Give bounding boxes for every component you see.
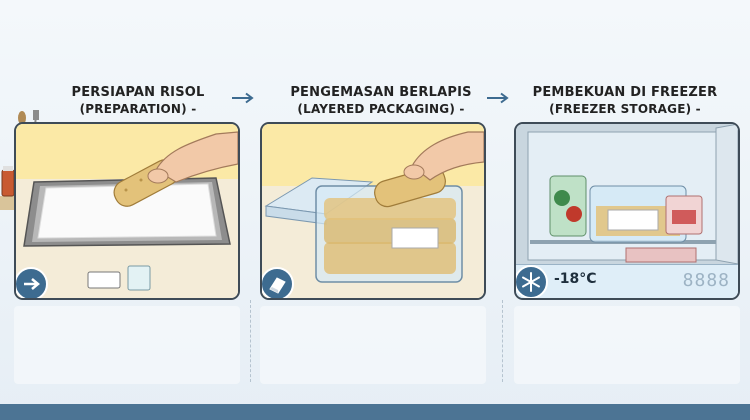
step-subtitle-text: (LAYERED PACKAGING) - [297, 102, 465, 116]
arrow-right-icon [16, 267, 48, 298]
step-title-text: PEMBEKUAN DI FREEZER [532, 85, 718, 100]
digital-readout: 8888 [682, 270, 730, 291]
step-subtitle-text: (PREPARATION) - [79, 102, 197, 116]
wrap-sheet-icon [262, 267, 294, 298]
step-title-text: PERSIAPAN RISOL [71, 85, 205, 100]
panel-packaging [260, 122, 486, 300]
panel-freezer: -18°C 8888 [514, 122, 740, 300]
step-subtitle-text: (FREEZER STORAGE) - [549, 102, 701, 116]
step-title-preparation: PERSIAPAN RISOL (PREPARATION) - [20, 84, 256, 118]
step-arrow-icon [487, 92, 509, 104]
freezer-temperature-display: -18°C 8888 [516, 264, 738, 298]
snowflake-icon [516, 265, 548, 298]
divider [250, 300, 251, 382]
caption-area [14, 306, 240, 384]
freezer-illustration [516, 124, 738, 264]
step-title-text: PENGEMASAN BERLAPIS [290, 85, 472, 100]
caption-area [514, 306, 740, 384]
caption-area [260, 306, 486, 384]
step-arrow-icon [232, 92, 254, 104]
divider [502, 300, 503, 382]
temperature-value: -18°C [554, 271, 597, 287]
panel-preparation [14, 122, 240, 300]
step-title-freezer: PEMBEKUAN DI FREEZER (FREEZER STORAGE) - [507, 84, 743, 118]
baking-tray-illustration [16, 124, 238, 298]
container-illustration [262, 124, 484, 298]
step-title-packaging: PENGEMASAN BERLAPIS (LAYERED PACKAGING) … [263, 84, 499, 118]
bottom-bar [0, 404, 750, 420]
